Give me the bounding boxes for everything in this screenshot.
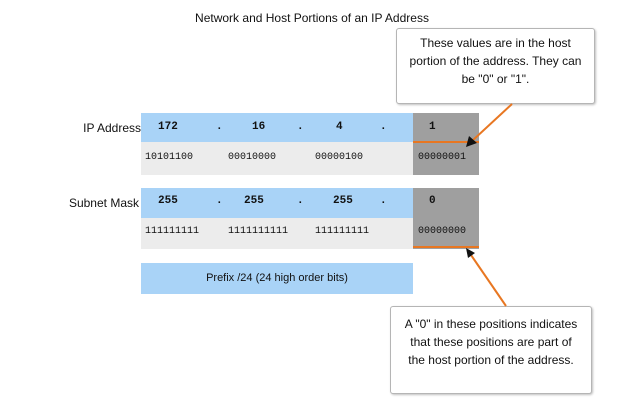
ip-dot-3: .	[380, 121, 387, 133]
arrow-bottom-callout	[466, 248, 507, 307]
ip-binary-2: 00010000	[228, 152, 277, 163]
ip-octet-2: 16	[252, 121, 266, 133]
ip-binary-1: 10101100	[145, 152, 194, 163]
mask-dot-3: .	[380, 195, 387, 207]
arrow-top-callout	[466, 103, 513, 147]
ip-dot-1: .	[216, 121, 223, 133]
ip-network-octets-band	[141, 113, 413, 142]
ip-dot-2: .	[297, 121, 304, 133]
mask-dot-2: .	[297, 195, 304, 207]
ip-binary-3: 00000100	[315, 152, 364, 163]
mask-network-octets-band	[141, 188, 413, 218]
ip-binary-4: 00000001	[418, 152, 467, 163]
callout-host-values: These values are in the host portion of …	[396, 28, 595, 104]
mask-binary-3: 111111111	[315, 226, 370, 237]
callout-host-values-line-2: portion of the address. They can	[409, 54, 582, 68]
mask-host-portion	[413, 188, 479, 249]
mask-binary-1: 111111111	[145, 226, 200, 237]
subnet-mask-label: Subnet Mask	[68, 196, 139, 210]
callout-zero-positions-line-3: the host portion of the address.	[408, 353, 574, 367]
mask-octet-1: 255	[158, 195, 178, 207]
mask-octet-2: 255	[244, 195, 264, 207]
mask-dot-1: .	[216, 195, 223, 207]
callout-host-values-line-3: be "0" or "1".	[461, 72, 530, 86]
ip-octet-4: 1	[429, 121, 436, 133]
ip-octet-3: 4	[336, 121, 343, 133]
mask-network-binary-band	[141, 218, 413, 249]
callout-zero-positions: A "0" in these positions indicates that …	[390, 306, 592, 394]
mask-octet-3: 255	[333, 195, 353, 207]
ip-host-accent-line	[413, 141, 479, 143]
callout-zero-positions-line-1: A "0" in these positions indicates	[404, 317, 578, 331]
mask-binary-4: 00000000	[418, 226, 467, 237]
ip-octet-1: 172	[158, 121, 178, 133]
diagram-title: Network and Host Portions of an IP Addre…	[195, 11, 429, 25]
prefix-bar: Prefix /24 (24 high order bits)	[141, 263, 413, 294]
mask-host-accent-line	[413, 246, 479, 248]
mask-binary-2: 1111111111	[228, 226, 289, 237]
callout-zero-positions-line-2: that these positions are part of	[410, 335, 572, 349]
ip-address-label: IP Address	[83, 121, 141, 135]
callout-host-values-line-1: These values are in the host	[420, 36, 571, 50]
ip-network-binary-band	[141, 142, 413, 175]
mask-octet-4: 0	[429, 195, 436, 207]
